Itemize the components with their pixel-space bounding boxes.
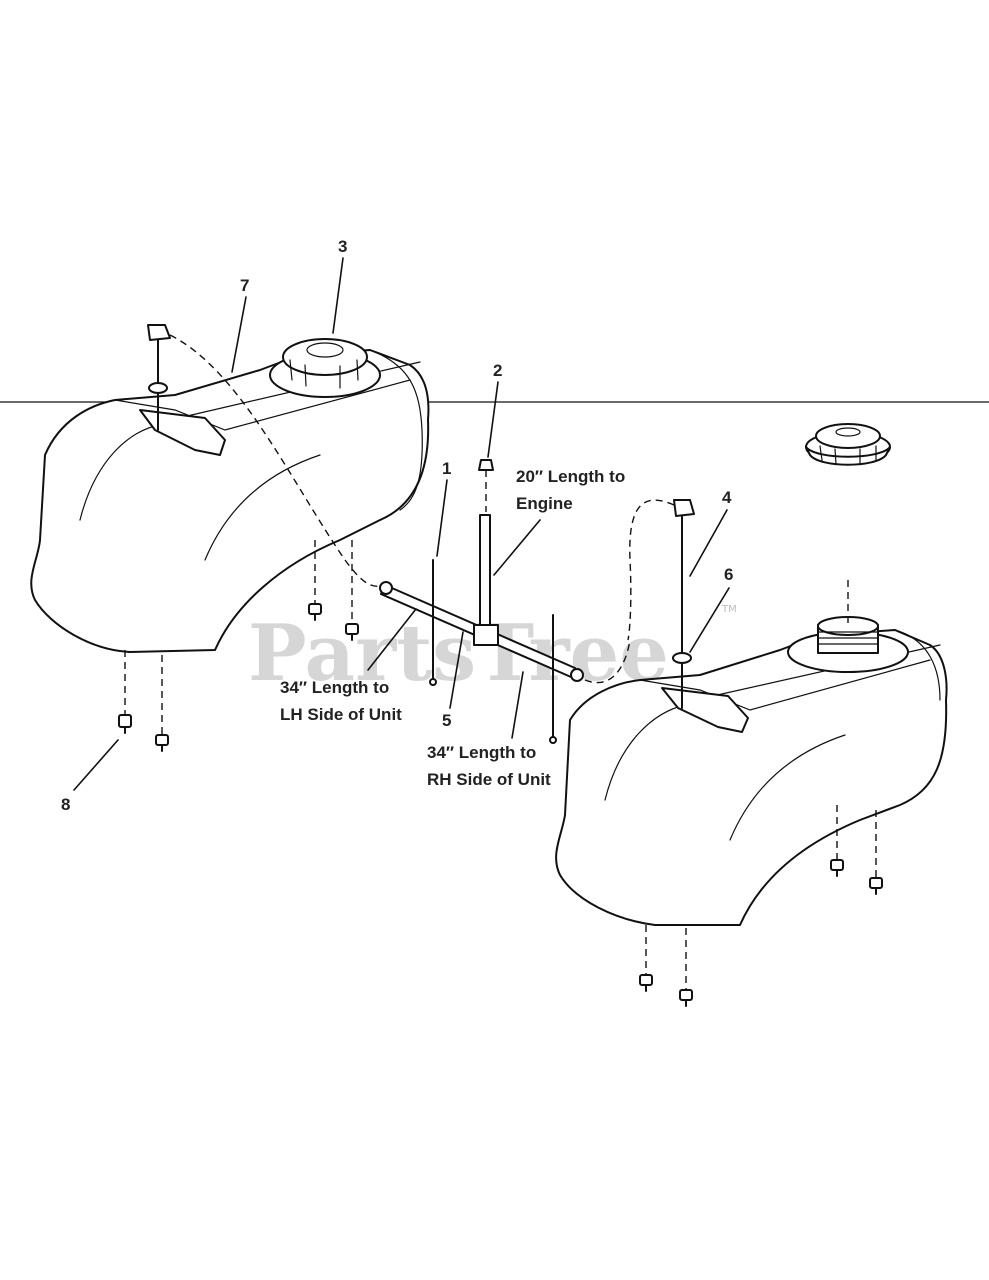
callout-4: 4 (722, 488, 732, 507)
callout-8: 8 (61, 795, 70, 814)
note-rh-line2: RH Side of Unit (427, 770, 551, 789)
right-pickup-tube (627, 499, 695, 709)
watermark-tm: TM (721, 604, 737, 615)
callout-3: 3 (338, 237, 347, 256)
bolt (639, 974, 653, 992)
note-lh-line2: LH Side of Unit (280, 705, 402, 724)
length-notes: 20″ Length to Engine 34″ Length to LH Si… (280, 467, 625, 789)
callout-6: 6 (724, 565, 733, 584)
bolt (830, 859, 844, 877)
right-tank-bolts (639, 805, 883, 1007)
leader-lines (73, 257, 730, 791)
left-fuel-tank (30, 338, 430, 653)
callout-numbers: 3 7 2 1 4 6 5 8 (61, 237, 733, 814)
note-rh-line1: 34″ Length to (427, 743, 536, 762)
bolt (118, 714, 132, 734)
note-lh-line1: 34″ Length to (280, 678, 389, 697)
bolt (155, 734, 169, 752)
callout-2: 2 (493, 361, 502, 380)
note-engine-line2: Engine (516, 494, 573, 513)
spare-fuel-cap (805, 423, 891, 625)
bolt (308, 603, 322, 621)
right-fuel-tank (555, 616, 948, 926)
bolt (869, 877, 883, 895)
left-pickup-tube (147, 324, 386, 587)
fuel-line-assembly (379, 459, 631, 744)
left-tank-bolts (118, 540, 359, 752)
callout-7: 7 (240, 276, 249, 295)
bolt (679, 989, 693, 1007)
note-engine-line1: 20″ Length to (516, 467, 625, 486)
callout-1: 1 (442, 459, 451, 478)
bolt (345, 623, 359, 641)
callout-5: 5 (442, 711, 451, 730)
